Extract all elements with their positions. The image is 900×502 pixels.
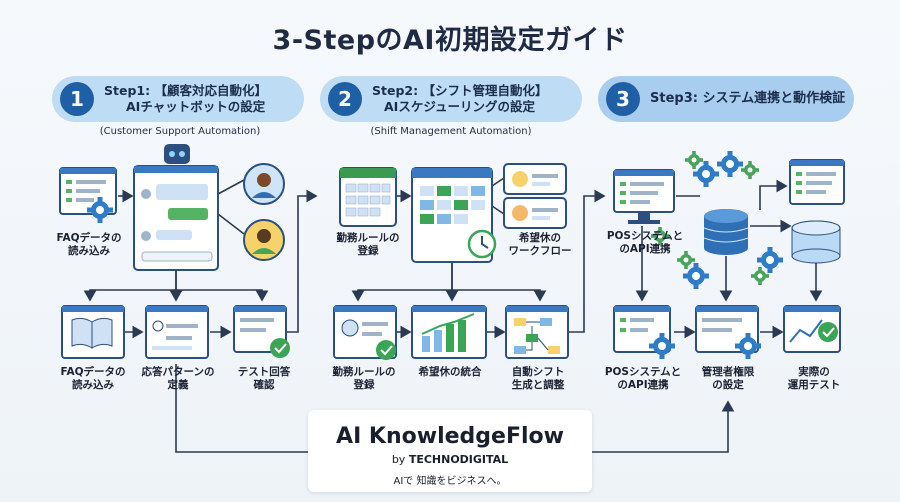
test-check-icon [233,305,290,358]
step1-header: 1 Step1: 【顧客対応自動化】 AIチャットボットの設定 [52,76,304,122]
agent-avatar-icon [243,219,285,261]
response-pattern-icon [145,305,209,359]
customer-avatar-icon [243,163,285,205]
rule-profile-icon [333,305,397,360]
step3-title-line1: Step3: システム連携と動作検証 [650,91,846,106]
step3-header: 3 Step3: システム連携と動作検証 [598,76,854,122]
label-operation-test: 実際の 運用テスト [787,366,841,391]
label-rule-register-top: 勤務ルールの 登録 [336,232,400,257]
admin-settings-icon [695,305,761,359]
label-rule-register-bottom: 勤務ルールの 登録 [332,366,396,391]
page-title: 3-StepのAI初期設定ガイド [272,25,628,56]
chatbot-robot-icon [164,144,190,164]
brand-tagline: AIで 知識をビジネスへ。 [393,476,507,487]
step1-number-badge: 1 [60,82,94,116]
brand-company: TECHNODIGITAL [408,453,509,466]
database-icon [703,209,749,255]
step1-subtitle: (Customer Support Automation) [99,126,261,137]
step2-title-line1: Step2: 【シフト管理自動化】 [372,83,548,98]
storage-cylinder-icon [791,220,841,264]
merge-chart-icon [411,305,487,359]
shift-calendar-icon [411,167,497,263]
label-request-merge: 希望休の統合 [418,366,482,378]
brand-byline: by TECHNODIGITAL [308,453,592,466]
step2-header: 2 Step2: 【シフト管理自動化】 AIスケジューリングの設定 [320,76,582,122]
pos-window-icon [613,305,675,359]
label-test-answer: テスト回答 確認 [237,366,291,391]
faq-book-icon [61,305,125,359]
label-response-pattern: 応答パターンの 定義 [141,366,215,391]
brand-name: AI KnowledgeFlow [336,424,564,449]
pos-monitor-icon [613,169,675,224]
request-card-icon [503,163,567,229]
brand-card: AI KnowledgeFlow by TECHNODIGITAL AIで 知識… [308,410,592,492]
label-auto-shift: 自動シフト 生成と調整 [511,366,565,391]
step2-number-badge: 2 [328,82,362,116]
step3-number-badge: 3 [606,82,640,116]
calendar-rule-icon [339,167,397,227]
step2-title-line2: AIスケジューリングの設定 [384,99,535,114]
faq-data-icon [59,167,117,223]
label-admin-permission: 管理者権限 の設定 [701,366,755,391]
chat-window-icon [133,165,219,271]
brand-by-prefix: by [391,453,406,466]
label-request-workflow: 希望休の ワークフロー [508,232,572,257]
step1-title-line2: AIチャットボットの設定 [126,99,266,114]
label-faq-load-bottom: FAQデータの 読み込み [60,366,126,391]
list-window-icon [789,159,845,205]
operation-test-icon [783,305,841,353]
step1-title-line1: Step1: 【顧客対応自動化】 [104,83,267,98]
label-pos-api-bottom: POSシステムと のAPI連携 [604,366,682,391]
auto-shift-flow-icon [505,305,569,359]
step2-subtitle: (Shift Management Automation) [370,126,532,137]
label-faq-load-top: FAQデータの 読み込み [56,232,122,257]
label-pos-api-top: POSシステムと のAPI連携 [606,230,684,255]
